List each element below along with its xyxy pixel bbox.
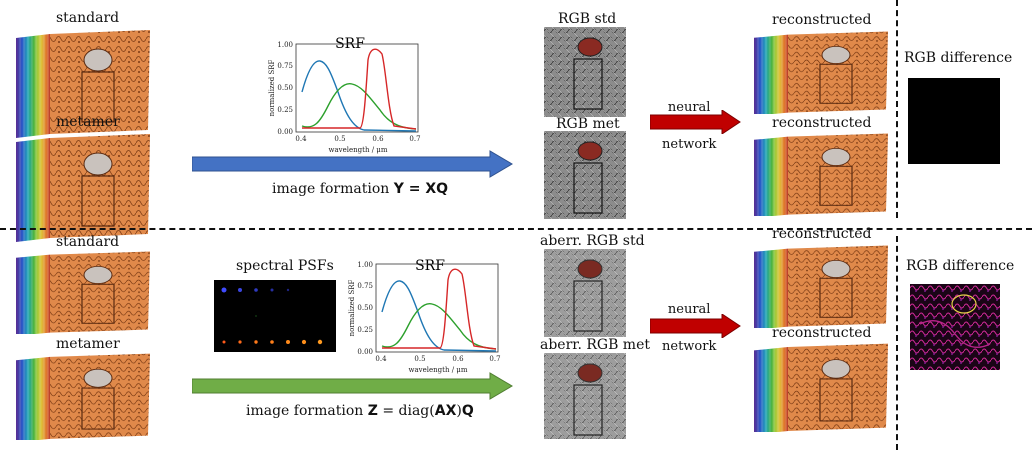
- bottom-formation-text: image formation: [246, 403, 364, 419]
- top-xtick-3: 0.7: [409, 135, 420, 143]
- top-rgb-met-label: RGB met: [556, 116, 620, 132]
- bottom-ytick-3: 0.75: [357, 282, 373, 290]
- bottom-standard-cube: [15, 250, 151, 334]
- bottom-psf-title: spectral PSFs: [236, 258, 334, 274]
- bottom-yaxis-label: normalized SRF: [348, 279, 356, 336]
- top-recon-cube-1: [753, 30, 889, 114]
- bottom-rgb-met-image: [544, 353, 626, 439]
- top-network-text: network: [662, 136, 717, 152]
- bottom-formation-equation: image formation Z = diag(AX)Q: [246, 403, 474, 419]
- bottom-diff-label: RGB difference: [906, 258, 1015, 274]
- bottom-srf-plot: SRF 0.00 0.25 0.50 0.75 1.00 0.4 0.5 0.6…: [348, 258, 501, 374]
- bottom-ytick-1: 0.25: [357, 326, 373, 334]
- bottom-xaxis-label: wavelength / μm: [409, 366, 468, 374]
- bottom-metamer-label: metamer: [56, 336, 120, 352]
- bottom-xtick-1: 0.5: [414, 355, 425, 363]
- bottom-ytick-0: 0.00: [357, 348, 373, 356]
- bottom-neural-text: neural: [667, 302, 711, 317]
- top-srf-green-curve: [301, 83, 417, 130]
- top-xtick-0: 0.4: [295, 135, 307, 143]
- column-separator-top: [896, 0, 898, 218]
- top-formation-text: image formation: [272, 181, 390, 197]
- top-network-arrow: [650, 110, 741, 134]
- bottom-network-text: network: [662, 338, 717, 354]
- top-metamer-label: metamer: [56, 114, 120, 130]
- bottom-psf-image: [214, 280, 336, 352]
- top-xtick-2: 0.6: [372, 135, 384, 143]
- top-formation-arrow: [192, 150, 513, 178]
- top-neural-network-label: neural network: [662, 96, 716, 157]
- top-recon-label-2: reconstructed: [772, 115, 872, 131]
- bottom-standard-label: standard: [56, 234, 120, 250]
- top-recon-label-1: reconstructed: [772, 12, 872, 28]
- top-ytick-0: 0.00: [277, 128, 293, 136]
- top-rgb-met-image: [544, 131, 626, 219]
- bottom-diff-image: [910, 284, 1000, 370]
- column-separator-bottom: [896, 236, 898, 450]
- top-ytick-1: 0.25: [277, 106, 293, 114]
- top-yaxis-label: normalized SRF: [268, 59, 276, 116]
- top-ytick-4: 1.00: [277, 41, 293, 49]
- bottom-eq-end: ): [456, 403, 462, 419]
- top-diff-image: [908, 78, 1000, 164]
- bottom-srf-green-curve: [381, 303, 497, 350]
- bottom-srf-title: SRF: [415, 258, 445, 274]
- bottom-xtick-2: 0.6: [452, 355, 464, 363]
- top-srf-plot: SRF 0.00 0.25 0.50 0.75 1.00 0.4 0.5 0.6…: [268, 36, 421, 154]
- top-formation-eq: Y = XQ: [393, 181, 449, 197]
- top-ytick-2: 0.50: [277, 84, 293, 92]
- bottom-rgb-std-label: aberr. RGB std: [540, 233, 645, 249]
- bottom-recon-cube-1: [753, 244, 889, 328]
- bottom-rgb-met-label: aberr. RGB met: [540, 337, 650, 353]
- top-rgb-std-label: RGB std: [558, 11, 617, 27]
- row-separator: [0, 228, 1032, 230]
- bottom-recon-label-2: reconstructed: [772, 325, 872, 341]
- bottom-eq-z: Z: [367, 403, 378, 419]
- top-standard-label: standard: [56, 10, 120, 26]
- top-xaxis-label: wavelength / μm: [329, 146, 388, 154]
- bottom-eq-q: Q: [461, 403, 474, 419]
- bottom-neural-network-label: neural network: [662, 298, 716, 359]
- bottom-recon-cube-2: [753, 343, 889, 432]
- bottom-xtick-3: 0.7: [489, 355, 500, 363]
- top-recon-cube-2: [753, 132, 889, 216]
- top-srf-red-curve: [302, 48, 417, 130]
- bottom-eq-ax: AX: [434, 403, 457, 419]
- top-neural-text: neural: [667, 100, 711, 115]
- top-xtick-1: 0.5: [334, 135, 345, 143]
- bottom-network-arrow: [650, 314, 741, 338]
- top-rgb-std-image: [544, 27, 626, 117]
- top-ytick-3: 0.75: [277, 62, 293, 70]
- top-formation-equation: image formation Y = XQ: [272, 181, 448, 197]
- bottom-srf-red-curve: [382, 268, 497, 350]
- top-diff-label: RGB difference: [904, 50, 1013, 66]
- bottom-metamer-cube: [15, 353, 151, 440]
- bottom-recon-label-1: reconstructed: [772, 226, 872, 242]
- bottom-rgb-std-image: [544, 249, 626, 337]
- bottom-xtick-0: 0.4: [375, 355, 387, 363]
- bottom-formation-arrow: [192, 372, 513, 400]
- bottom-ytick-2: 0.50: [357, 304, 373, 312]
- bottom-srf-blue-curve: [381, 280, 497, 352]
- bottom-eq-mid: = diag(: [377, 403, 435, 419]
- top-srf-blue-curve: [301, 60, 417, 132]
- bottom-ytick-4: 1.00: [357, 261, 373, 269]
